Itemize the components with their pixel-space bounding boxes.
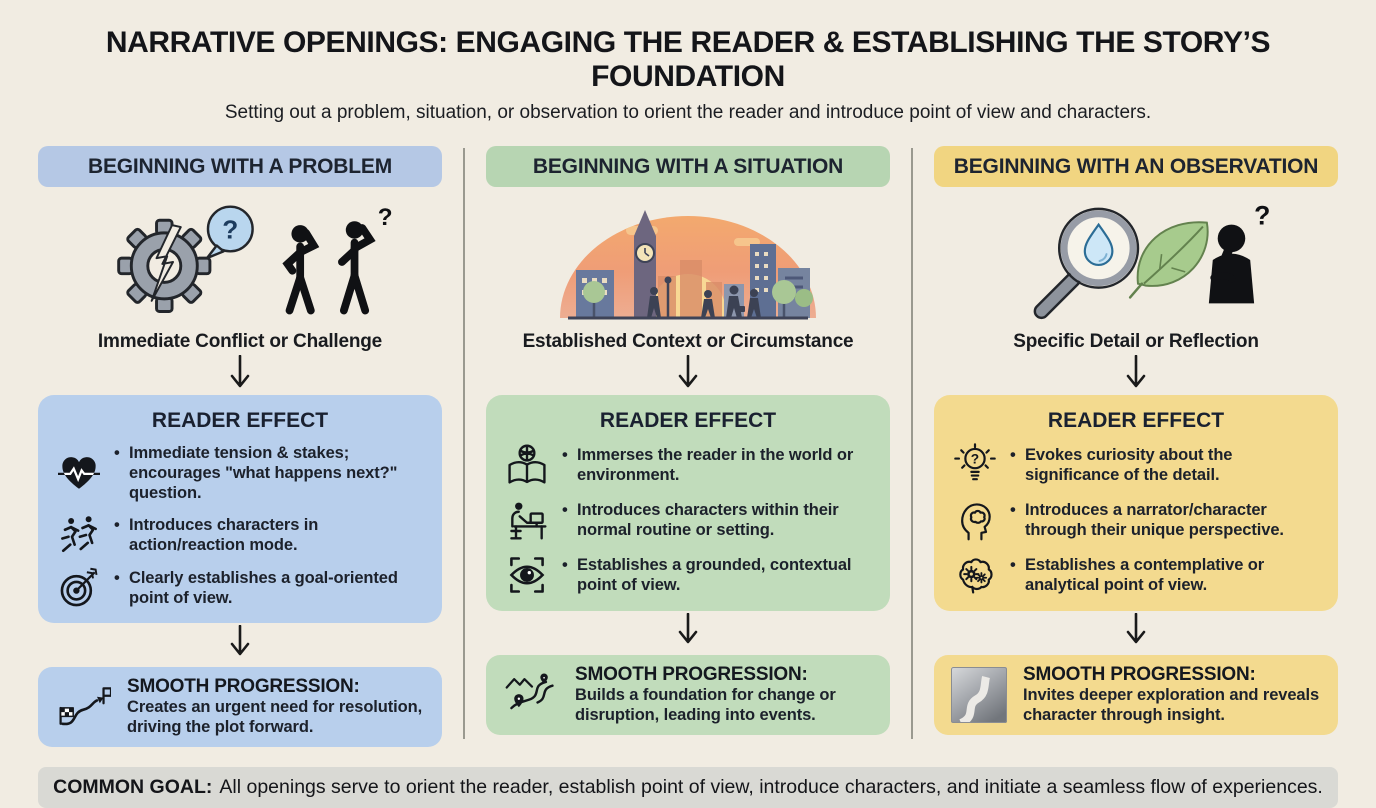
column-problem: BEGINNING WITH A PROBLEM (38, 146, 442, 747)
city-sunset-scene-icon (560, 210, 816, 320)
misty-path-photo (948, 666, 1010, 723)
book-globe-icon (504, 443, 550, 487)
brain-gears-icon (952, 553, 998, 597)
down-arrow-icon (934, 355, 1338, 391)
situation-illustration (486, 195, 890, 329)
progression-text-block: SMOOTH PROGRESSION: Creates an urgent ne… (127, 676, 428, 738)
heartbeat-icon (56, 452, 102, 494)
page-title: NARRATIVE OPENINGS: ENGAGING THE READER … (105, 26, 1271, 93)
common-goal-bar: COMMON GOAL: All openings serve to orien… (38, 766, 1338, 808)
progression-text-block: SMOOTH PROGRESSION: Invites deeper explo… (1023, 664, 1324, 726)
reader-effect-box: READER EFFECT Immediate tension & stakes… (38, 395, 442, 624)
idea-bulb-question-icon: ? (952, 443, 998, 487)
bullet-item: Introduces characters in action/reaction… (56, 514, 424, 556)
problem-caption: Immediate Conflict or Challenge (97, 331, 383, 352)
running-characters-icon (56, 514, 102, 556)
svg-text:?: ? (378, 204, 393, 231)
race-route-flags-icon (52, 684, 114, 730)
column-divider (463, 148, 465, 739)
bullet-item: Clearly establishes a goal-oriented poin… (56, 567, 424, 609)
bullet-item: Immerses the reader in the world or envi… (504, 443, 872, 487)
progression-text: Creates an urgent need for resolution, d… (127, 698, 423, 737)
reader-effect-title: READER EFFECT (599, 409, 777, 432)
down-arrow-icon (38, 625, 442, 661)
progression-label: SMOOTH PROGRESSION: (575, 664, 808, 685)
head-brain-icon (952, 498, 998, 542)
bullet-text: Establishes a contemplative or analytica… (1010, 555, 1320, 595)
page-subtitle: Setting out a problem, situation, or obs… (224, 102, 1152, 123)
column-header-observation: BEGINNING WITH AN OBSERVATION (934, 146, 1338, 187)
observation-caption: Specific Detail or Reflection (1013, 331, 1259, 352)
svg-text:?: ? (222, 215, 238, 245)
reader-effect-title: READER EFFECT (151, 409, 329, 432)
svg-text:?: ? (1254, 201, 1270, 231)
bullet-text: Introduces characters in action/reaction… (114, 515, 424, 555)
down-arrow-icon (486, 355, 890, 391)
bullet-item: Establishes a contemplative or analytica… (952, 553, 1320, 597)
bullet-text: Evokes curiosity about the significance … (1010, 445, 1320, 485)
smooth-progression-box: SMOOTH PROGRESSION: Invites deeper explo… (934, 655, 1338, 735)
down-arrow-icon (38, 355, 442, 391)
goal-target-icon (56, 567, 102, 609)
common-goal-label: COMMON GOAL: (53, 775, 213, 798)
journey-route-pins-icon (500, 672, 562, 718)
problem-illustration: ? ? (38, 195, 442, 329)
bullet-text: Immediate tension & stakes; encourages "… (114, 443, 424, 503)
bullet-text: Clearly establishes a goal-oriented poin… (114, 568, 424, 608)
progression-label: SMOOTH PROGRESSION: (1023, 664, 1256, 685)
reader-effect-box: READER EFFECT ? Evokes curiosity about t… (934, 395, 1338, 611)
observation-illustration: ? (934, 195, 1338, 329)
bullet-item: Establishes a grounded, contextual point… (504, 553, 872, 597)
person-at-desk-icon (504, 498, 550, 542)
progression-label: SMOOTH PROGRESSION: (127, 676, 360, 698)
reader-effect-title: READER EFFECT (1047, 409, 1225, 432)
broken-gear-question-figures-icon: ? ? (117, 204, 393, 315)
progression-text: Builds a foundation for change or disrup… (575, 686, 836, 724)
bullet-text: Introduces a narrator/character through … (1010, 500, 1320, 540)
magnifier-leaf-thinker-icon: ? (1033, 201, 1270, 320)
situation-caption: Established Context or Circumstance (522, 331, 854, 352)
common-goal-text: All openings serve to orient the reader,… (219, 775, 1323, 798)
smooth-progression-box: SMOOTH PROGRESSION: Builds a foundation … (486, 655, 890, 735)
down-arrow-icon (486, 613, 890, 649)
bullet-text: Immerses the reader in the world or envi… (562, 445, 872, 485)
column-header-label: BEGINNING WITH AN OBSERVATION (953, 154, 1319, 178)
column-observation: BEGINNING WITH AN OBSERVATION (934, 146, 1338, 747)
column-header-label: BEGINNING WITH A SITUATION (532, 154, 844, 178)
columns-row: BEGINNING WITH A PROBLEM (38, 146, 1338, 747)
reader-effect-box: READER EFFECT Immerses the reader in the… (486, 395, 890, 611)
bullet-text: Establishes a grounded, contextual point… (562, 555, 872, 595)
bullet-item: Introduces a narrator/character through … (952, 498, 1320, 542)
bullet-item: Immediate tension & stakes; encourages "… (56, 443, 424, 503)
column-header-situation: BEGINNING WITH A SITUATION (486, 146, 890, 187)
smooth-progression-box: SMOOTH PROGRESSION: Creates an urgent ne… (38, 667, 442, 747)
bullet-item: Introduces characters within their norma… (504, 498, 872, 542)
column-divider (911, 148, 913, 739)
svg-text:?: ? (971, 452, 979, 467)
column-header-problem: BEGINNING WITH A PROBLEM (38, 146, 442, 187)
eye-frame-icon (504, 553, 550, 597)
bullet-item: ? Evokes curiosity about the significanc… (952, 443, 1320, 487)
down-arrow-icon (934, 613, 1338, 649)
bullet-text: Introduces characters within their norma… (562, 500, 872, 540)
column-situation: BEGINNING WITH A SITUATION (486, 146, 890, 747)
progression-text: Invites deeper exploration and reveals c… (1023, 686, 1320, 724)
column-header-label: BEGINNING WITH A PROBLEM (88, 154, 392, 178)
progression-text-block: SMOOTH PROGRESSION: Builds a foundation … (575, 664, 876, 726)
